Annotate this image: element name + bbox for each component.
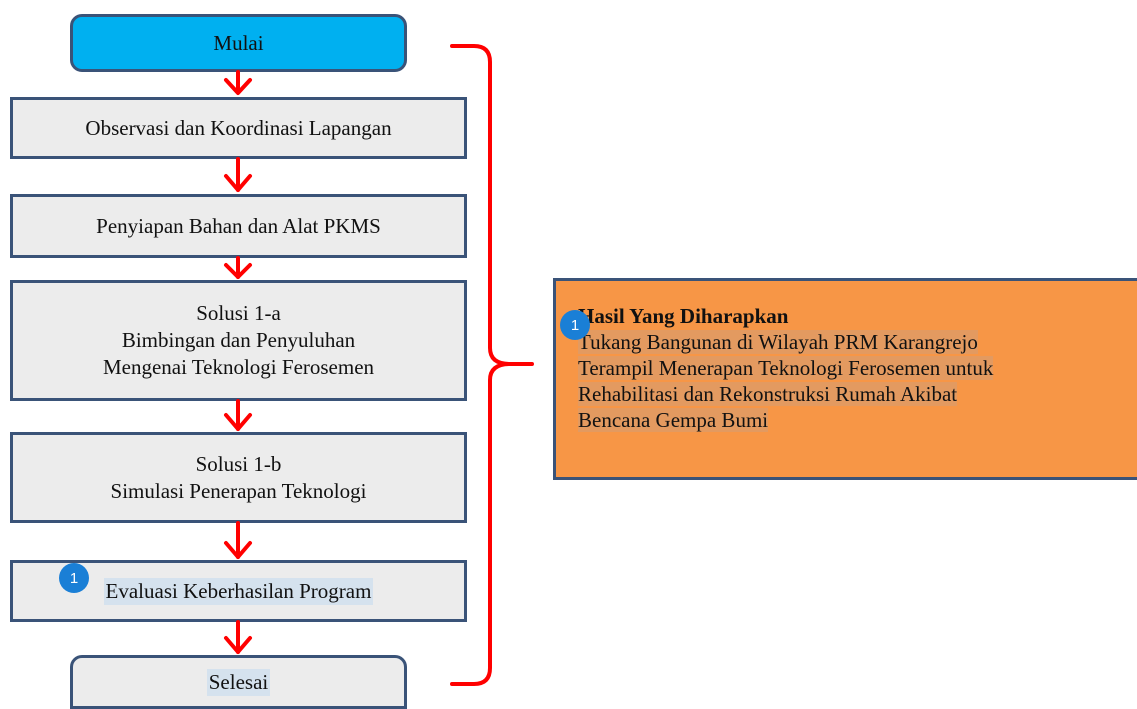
arrow-down-icon <box>224 157 252 192</box>
arrow-down-icon <box>224 620 252 654</box>
solution-1b-title: Solusi 1-b <box>195 451 282 476</box>
expected-result-line: Rehabilitasi dan Rekonstruksi Rumah Akib… <box>578 382 958 406</box>
arrow-down-icon <box>224 70 252 95</box>
step-preparation-label: Penyiapan Bahan dan Alat PKMS <box>96 213 381 238</box>
step-preparation: Penyiapan Bahan dan Alat PKMS <box>10 194 467 258</box>
expected-result-line: Tukang Bangunan di Wilayah PRM Karangrej… <box>578 330 978 354</box>
arrow-down-icon <box>224 256 252 279</box>
solution-1a-line2: Bimbingan dan Penyuluhan <box>121 328 356 352</box>
solution-1a-line3: Mengenai Teknologi Ferosemen <box>102 355 375 379</box>
start-terminal: Mulai <box>70 14 407 72</box>
solution-1b-line2: Simulasi Penerapan Teknologi <box>110 478 367 503</box>
end-label: Selesai <box>206 668 271 696</box>
step-observation-label: Observasi dan Koordinasi Lapangan <box>85 115 392 140</box>
end-terminal: Selesai <box>70 655 407 709</box>
curly-bracket-icon <box>450 44 534 686</box>
expected-result-title: Hasil Yang Diharapkan <box>578 304 789 328</box>
comment-badge-evaluation[interactable]: 1 <box>59 563 89 593</box>
arrow-down-icon <box>224 521 252 559</box>
comment-badge-result[interactable]: 1 <box>560 310 590 340</box>
expected-result-line: Bencana Gempa Bumi <box>578 408 769 432</box>
expected-result-box: Hasil Yang Diharapkan Tukang Bangunan di… <box>553 278 1137 480</box>
start-label: Mulai <box>213 30 264 55</box>
expected-result-line: Terampil Menerapan Teknologi Ferosemen u… <box>578 356 994 380</box>
step-evaluation-label: Evaluasi Keberhasilan Program <box>103 577 374 605</box>
solution-1a-title: Solusi 1-a <box>196 301 281 325</box>
arrow-down-icon <box>224 399 252 431</box>
step-solution-1a: Solusi 1-a Bimbingan dan Penyuluhan Meng… <box>10 280 467 401</box>
